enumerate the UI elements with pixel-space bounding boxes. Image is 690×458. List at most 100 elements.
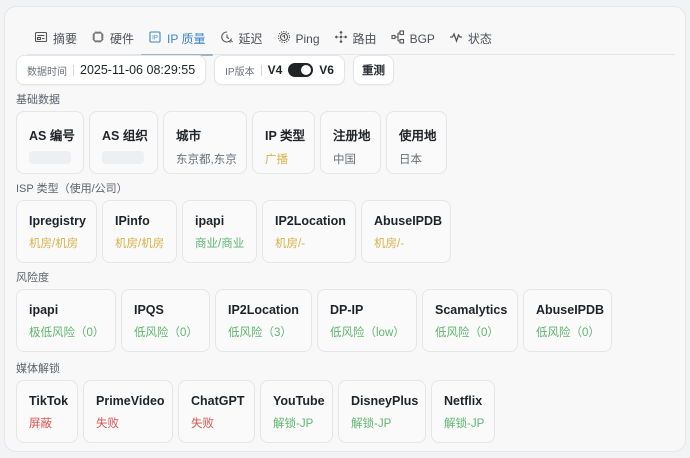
v4-label: V4 [267,63,283,77]
svg-text:IP: IP [152,36,158,42]
card-title: AbuseIPDB [536,303,605,317]
tab-bgp[interactable]: BGP [384,23,442,55]
card-value: 商业/商业 [195,238,245,250]
card-ip2location: IP2Location 机房/- [262,200,356,263]
route-icon [334,30,348,47]
card-value: 低风险（low） [330,327,405,339]
card-title: ipapi [195,214,225,228]
card-value: 低风险（0） [134,327,198,339]
card-ipapi: ipapi 商业/商业 [182,200,257,263]
chip-icon [91,30,105,47]
tab-bar: 摘要 硬件 IP IP 质量 延迟 Ping 路由 BGP 状态 [27,23,675,56]
data-time-value: 2025-11-06 08:29:55 [80,63,196,77]
card-value: 低风险（0） [536,327,600,339]
ip-icon: IP [148,30,162,47]
card-title: YouTube [273,394,325,408]
tab-ping[interactable]: Ping [270,23,327,55]
summary-icon [34,30,48,47]
card-title: 使用地 [399,129,437,143]
card-title: AbuseIPDB [374,214,443,228]
card-abuseipdb: AbuseIPDB 机房/- [361,200,451,263]
divider [73,64,74,76]
card-value: 失败 [96,418,119,430]
card-value: 机房/- [374,238,405,250]
card-value: 解锁-JP [444,418,485,430]
bgp-icon [391,30,405,47]
latency-icon [220,30,234,47]
card-value: 中国 [333,154,356,166]
card-city: 城市 东京都,东京 [163,111,247,174]
card-value: 极低风险（0） [29,327,105,339]
tab-hardware[interactable]: 硬件 [84,23,141,55]
tab-ip-quality[interactable]: IP IP 质量 [141,23,213,56]
retest-label: 重测 [361,65,385,77]
section-title-risk: 风险度 [16,272,49,284]
tab-route[interactable]: 路由 [327,23,384,55]
card-title: TikTok [29,394,69,408]
risk-row: ipapi 极低风险（0） IPQS 低风险（0） IP2Location 低风… [16,289,612,352]
card-ipregistry: Ipregistry 机房/机房 [16,200,97,263]
card-title: ipapi [29,303,59,317]
card-value: 低风险（0） [435,327,499,339]
card-ip-type: IP 类型 广播 [252,111,315,174]
tab-label: 硬件 [110,32,135,46]
redacted-value [102,151,144,164]
card-title: IP 类型 [265,129,306,143]
card-value: 日本 [399,154,422,166]
card-risk-scamalytics: Scamalytics 低风险（0） [422,289,518,352]
tab-label: BGP [409,31,435,46]
card-title: IPQS [134,303,164,317]
section-title-media: 媒体解锁 [16,363,60,375]
card-value: 机房/- [275,238,306,250]
card-value: 机房/机房 [29,238,79,250]
divider [260,64,262,76]
card-registered-region: 注册地 中国 [320,111,381,174]
card-title: Ipregistry [29,214,86,228]
tab-label: Ping [295,31,320,46]
isp-type-row: Ipregistry 机房/机房 IPinfo 机房/机房 ipapi 商业/商… [16,200,451,263]
redacted-value [29,151,71,164]
card-risk-ipapi: ipapi 极低风险（0） [16,289,116,352]
retest-button[interactable]: 重测 [352,55,394,85]
tab-status[interactable]: 状态 [442,23,499,55]
card-as-org: AS 组织 [89,111,158,174]
card-disneyplus: DisneyPlus 解锁-JP [338,380,426,443]
card-title: IPinfo [115,214,150,228]
tab-label: 摘要 [53,32,78,46]
v6-label: V6 [319,63,334,77]
card-value: 失败 [191,418,214,430]
card-risk-ip2location: IP2Location 低风险（3） [215,289,312,352]
data-time-label: 数据时间 [27,66,67,78]
card-title: ChatGPT [191,394,245,408]
data-time-box: 数据时间 2025-11-06 08:29:55 [16,55,207,85]
card-value: 机房/机房 [115,238,165,250]
tab-latency[interactable]: 延迟 [213,23,270,55]
status-icon [449,30,463,47]
card-title: IP2Location [228,303,299,317]
card-title: PrimeVideo [96,394,165,408]
card-primevideo: PrimeVideo 失败 [83,380,173,443]
ip-quality-panel: 摘要 硬件 IP IP 质量 延迟 Ping 路由 BGP 状态 [4,6,686,452]
card-title: IP2Location [275,214,346,228]
card-title: AS 组织 [102,129,148,143]
card-as-number: AS 编号 [16,111,84,174]
card-title: AS 编号 [29,129,75,143]
ip-version-toggle[interactable] [288,63,314,77]
basic-data-row: AS 编号 AS 组织 城市 东京都,东京 IP 类型 广播 注册地 中国 使用… [16,111,447,174]
card-risk-dpip: DP-IP 低风险（low） [317,289,417,352]
ip-version-label: IP版本 [225,66,255,78]
card-value: 东京都,东京 [176,154,237,166]
card-usage-region: 使用地 日本 [386,111,447,174]
tab-summary[interactable]: 摘要 [27,23,84,55]
card-youtube: YouTube 解锁-JP [260,380,333,443]
tab-label: IP 质量 [167,32,206,46]
card-risk-abuseipdb: AbuseIPDB 低风险（0） [523,289,612,352]
card-title: 注册地 [333,129,371,143]
ping-icon [277,30,291,47]
tab-label: 延迟 [238,32,263,46]
tab-label: 状态 [467,32,492,46]
card-netflix: Netflix 解锁-JP [431,380,495,443]
card-title: DP-IP [330,303,364,317]
card-value: 屏蔽 [29,418,52,430]
card-risk-ipqs: IPQS 低风险（0） [121,289,210,352]
